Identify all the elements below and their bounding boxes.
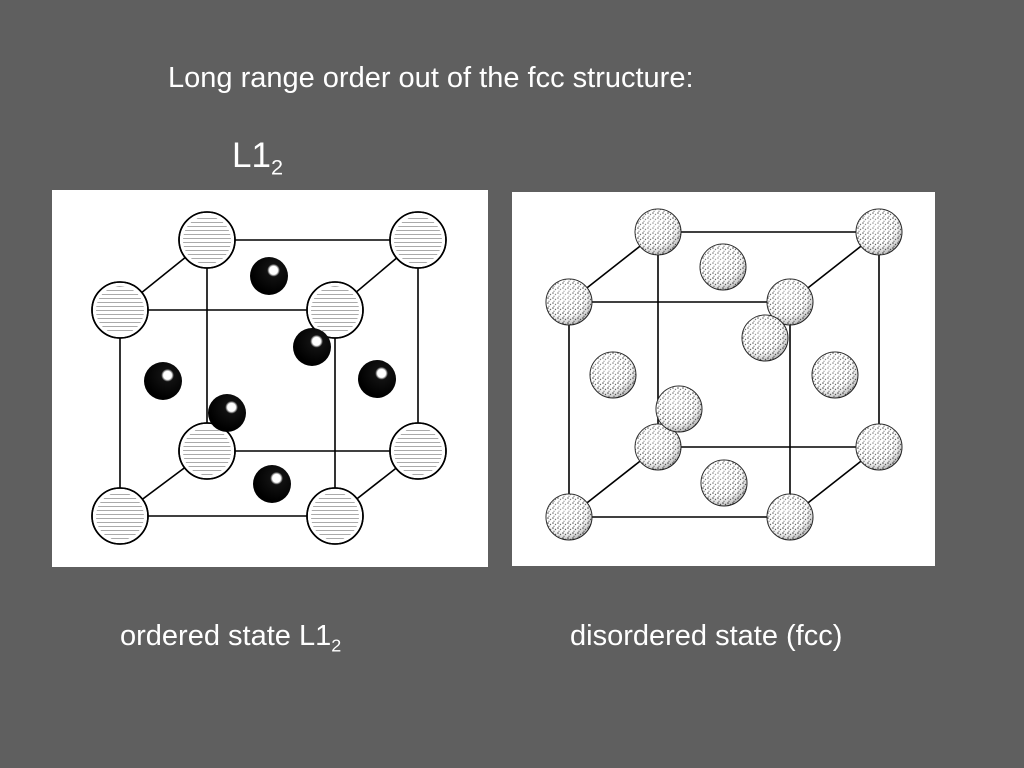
- corner-atom: [389, 211, 447, 269]
- face-atom: [293, 328, 331, 366]
- face-atom: [208, 394, 246, 432]
- face-atom: [144, 362, 182, 400]
- corner-atom: [545, 278, 593, 326]
- disordered-fcc-diagram: [512, 192, 935, 566]
- caption-ordered-state: ordered state L12: [120, 620, 341, 656]
- face-atom: [741, 314, 789, 362]
- ordered-face-atoms: [144, 257, 396, 503]
- corner-atom: [389, 422, 447, 480]
- corner-atom: [855, 208, 903, 256]
- structure-label: L12: [232, 136, 283, 181]
- corner-atom: [634, 208, 682, 256]
- caption-ordered-subscript: 2: [331, 635, 342, 656]
- face-atom: [253, 465, 291, 503]
- corner-atom: [766, 493, 814, 541]
- ordered-l12-svg: [91, 211, 447, 545]
- slide-title: Long range order out of the fcc structur…: [168, 62, 694, 94]
- face-atom: [250, 257, 288, 295]
- corner-atom: [91, 281, 149, 339]
- face-atom: [358, 360, 396, 398]
- face-atom: [699, 243, 747, 291]
- corner-atom: [766, 278, 814, 326]
- ordered-l12-diagram: [52, 190, 488, 567]
- face-atom: [700, 459, 748, 507]
- corner-atom: [178, 211, 236, 269]
- corner-atom: [306, 487, 364, 545]
- disordered-fcc-svg: [545, 208, 903, 541]
- caption-disordered-state: disordered state (fcc): [570, 620, 843, 652]
- corner-atom: [855, 423, 903, 471]
- disordered-atoms: [545, 208, 903, 541]
- structure-label-main: L1: [232, 136, 271, 175]
- caption-ordered-main: ordered state L1: [120, 620, 332, 652]
- corner-atom: [178, 422, 236, 480]
- corner-atom: [306, 281, 364, 339]
- face-atom: [655, 385, 703, 433]
- face-atom: [811, 351, 859, 399]
- ordered-corner-atoms: [91, 211, 447, 545]
- structure-label-subscript: 2: [270, 154, 283, 180]
- corner-atom: [634, 423, 682, 471]
- corner-atom: [91, 487, 149, 545]
- corner-atom: [545, 493, 593, 541]
- face-atom: [589, 351, 637, 399]
